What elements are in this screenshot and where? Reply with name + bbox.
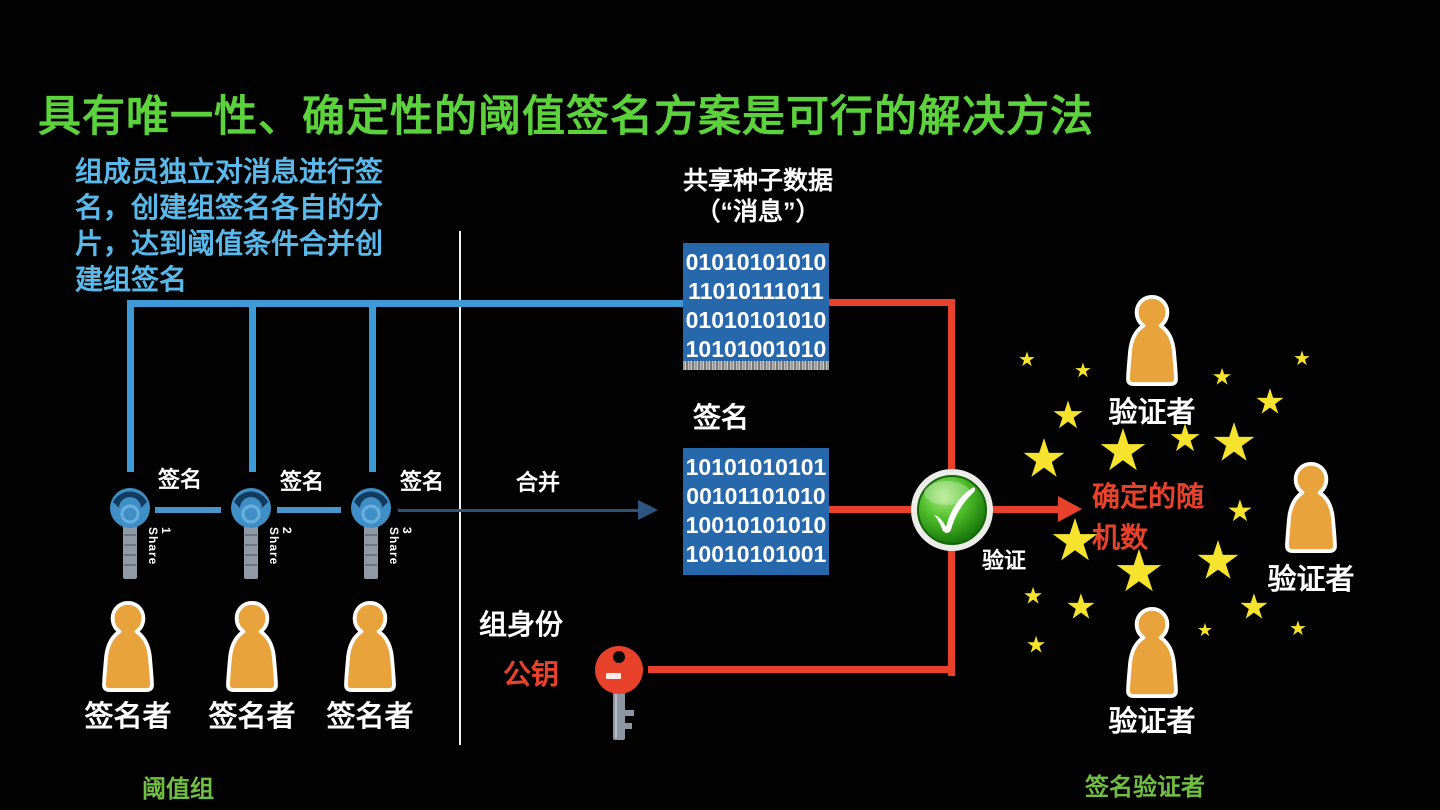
group-identity-label: 组身份 bbox=[479, 609, 564, 640]
star-icon: ★ bbox=[1238, 587, 1270, 627]
signature-verifiers-group-label: 签名验证者 bbox=[1085, 774, 1205, 801]
result-label: 确定的随 机数 bbox=[1092, 476, 1204, 558]
verifier-label-top: 验证者 bbox=[1108, 397, 1196, 429]
star-icon: ★ bbox=[1074, 360, 1092, 382]
binary-line: 00101101010 bbox=[686, 483, 826, 509]
share-number: 3 bbox=[400, 527, 414, 535]
signer-person-icon-1 bbox=[102, 600, 154, 692]
share-word: Share bbox=[267, 527, 281, 566]
signer-label-1: 签名者 bbox=[84, 701, 172, 733]
star-icon: ★ bbox=[1022, 582, 1044, 609]
seed-heading: 共享种子数据 （“消息”） bbox=[668, 166, 848, 228]
key-link-1 bbox=[155, 507, 221, 513]
public-key-label: 公钥 bbox=[503, 659, 560, 690]
star-icon: ★ bbox=[1097, 418, 1149, 483]
share-word: Share bbox=[387, 527, 401, 566]
binary-line: 10101010101 bbox=[685, 454, 827, 480]
share-number: 1 bbox=[159, 527, 173, 535]
star-icon: ★ bbox=[1025, 631, 1047, 658]
section-divider bbox=[459, 231, 461, 745]
key-share-icon-3 bbox=[351, 488, 391, 579]
red-connector-middle bbox=[828, 506, 992, 513]
star-icon: ★ bbox=[1254, 382, 1286, 422]
red-arrow-head bbox=[1058, 496, 1082, 522]
star-icon: ★ bbox=[1289, 618, 1307, 640]
signer-label-2: 签名者 bbox=[208, 701, 296, 733]
merge-arrow-line bbox=[398, 509, 640, 512]
share-number: 2 bbox=[280, 527, 294, 535]
seed-heading-line2: （“消息”） bbox=[695, 198, 821, 226]
red-connector-bottom bbox=[648, 666, 955, 673]
red-connector-top bbox=[828, 299, 955, 306]
result-line2: 机数 bbox=[1092, 522, 1149, 553]
star-icon: ★ bbox=[1226, 495, 1254, 528]
share-label-1: Share 1 bbox=[146, 527, 173, 589]
key-sign-label-3: 签名 bbox=[400, 469, 445, 494]
seed-box-noise-strip bbox=[683, 361, 829, 370]
share-word: Share bbox=[146, 527, 160, 566]
connector-horizontal bbox=[127, 300, 683, 307]
binary-line: 10101001010 bbox=[685, 336, 827, 362]
public-key-icon bbox=[595, 646, 643, 740]
binary-line: 10010101001 bbox=[685, 541, 827, 567]
signer-label-3: 签名者 bbox=[326, 701, 414, 733]
left-description: 组成员独立对消息进行签名，创建组签名各自的分片，达到阈值条件合并创建组签名 bbox=[75, 156, 384, 295]
signature-heading: 签名 bbox=[693, 402, 750, 433]
verify-label: 验证 bbox=[982, 548, 1027, 573]
star-icon: ★ bbox=[1050, 395, 1086, 437]
key-link-2 bbox=[277, 507, 341, 513]
seed-binary-box: 01010101010 11010111011 01010101010 1010… bbox=[683, 243, 829, 362]
verifier-person-icon-top bbox=[1126, 294, 1178, 386]
star-icon: ★ bbox=[1065, 587, 1097, 627]
connector-vertical-3 bbox=[369, 300, 376, 472]
page-title: 具有唯一性、确定性的阈值签名方案是可行的解决方法 bbox=[38, 93, 1094, 141]
star-icon: ★ bbox=[1167, 418, 1203, 460]
connector-vertical-2 bbox=[249, 300, 256, 472]
verifier-person-icon-right bbox=[1285, 461, 1337, 553]
key-sign-label-1: 签名 bbox=[158, 467, 203, 492]
key-sign-label-2: 签名 bbox=[280, 469, 325, 494]
binary-line: 01010101010 bbox=[685, 307, 827, 333]
star-icon: ★ bbox=[1018, 349, 1036, 371]
verifier-person-icon-bottom bbox=[1126, 606, 1178, 698]
star-icon: ★ bbox=[1196, 620, 1214, 640]
connector-vertical-1 bbox=[127, 300, 134, 472]
key-share-icon-1 bbox=[110, 488, 150, 579]
binary-line: 10010101010 bbox=[685, 512, 827, 538]
star-icon: ★ bbox=[1194, 531, 1242, 591]
verify-check-icon bbox=[911, 469, 993, 551]
threshold-group-label: 阈值组 bbox=[142, 776, 214, 803]
signer-person-icon-2 bbox=[226, 600, 278, 692]
share-label-2: Share 2 bbox=[267, 527, 294, 589]
share-label-3: Share 3 bbox=[387, 527, 414, 589]
star-icon: ★ bbox=[1211, 363, 1233, 390]
binary-line: 11010111011 bbox=[688, 278, 824, 304]
merge-label: 合并 bbox=[516, 470, 561, 495]
result-line1: 确定的随 bbox=[1092, 481, 1205, 512]
star-icon: ★ bbox=[1293, 348, 1311, 370]
star-icon: ★ bbox=[1210, 413, 1258, 473]
verifier-label-right: 验证者 bbox=[1267, 564, 1355, 596]
verifier-label-bottom: 验证者 bbox=[1108, 706, 1196, 738]
star-icon: ★ bbox=[1113, 539, 1165, 604]
key-share-icon-2 bbox=[231, 488, 271, 579]
signer-person-icon-3 bbox=[344, 600, 396, 692]
merge-arrow-head bbox=[638, 500, 658, 520]
star-icon: ★ bbox=[1049, 508, 1101, 573]
binary-line: 01010101010 bbox=[685, 249, 827, 275]
red-arrow-line bbox=[986, 506, 1062, 513]
seed-heading-line1: 共享种子数据 bbox=[682, 167, 833, 195]
signature-binary-box: 10101010101 00101101010 10010101010 1001… bbox=[683, 448, 829, 575]
star-icon: ★ bbox=[1020, 429, 1068, 489]
